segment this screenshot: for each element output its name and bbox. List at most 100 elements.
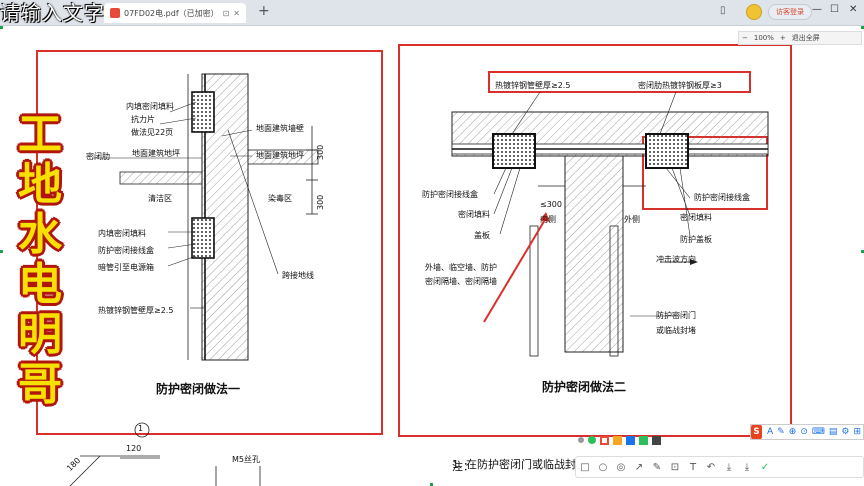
label-fill-left: 密闭填料 [458, 210, 490, 219]
overlay-input-text: 请输入文字 [0, 1, 105, 25]
annotation-toolbar: □ ○ ◎ ↗ ✎ ⊡ T ↶ ⤓ ⤓ ✓ [575, 456, 864, 478]
right-structure [451, 91, 769, 357]
close-button[interactable]: ✕ [849, 4, 858, 15]
label-box-right: 防护密闭接线盒 [694, 193, 750, 202]
exit-fullscreen-button[interactable]: 退出全屏 [791, 34, 820, 42]
label-pipe-thickness-right: 热镀锌钢管壁厚≥2.5 [495, 81, 571, 90]
label-anti-force: 抗力片 [131, 115, 155, 124]
save-icon[interactable]: ⤓ [726, 461, 732, 473]
caption-method-one: 防护密闭做法一 [156, 382, 241, 396]
label-seal-rib: 密闭肋 [86, 152, 110, 161]
label-clean-zone: 清洁区 [148, 194, 172, 203]
channel-banner: 工 地 水 电 明 哥 [8, 110, 72, 410]
dim-300-lower: 300 [316, 194, 325, 210]
ime-item-8[interactable]: ⊞ [853, 427, 861, 437]
zoom-out-button[interactable]: − [742, 34, 748, 42]
confirm-icon[interactable]: ✓ [760, 461, 770, 473]
tab-title: 07FD02电.pdf（已加密） [124, 8, 219, 18]
label-ground-wall: 地面建筑墙壁 [256, 124, 304, 133]
ime-item-7[interactable]: ⚙ [841, 427, 850, 437]
ime-item-1[interactable]: A [767, 427, 774, 437]
bottom-partial-drawing [69, 422, 261, 486]
text-tool-icon[interactable]: T [689, 461, 697, 473]
mosaic-tool-icon[interactable]: ◎ [616, 461, 626, 473]
color-swatch-red[interactable] [600, 435, 609, 445]
dim-120: 120 [126, 444, 142, 453]
ime-item-3[interactable]: ⊕ [788, 427, 797, 437]
selection-handle[interactable] [0, 250, 3, 253]
color-swatch-dark[interactable] [652, 435, 661, 445]
ime-item-6[interactable]: ▤ [828, 427, 838, 437]
label-floor-ground: 地面建筑地坪 [132, 149, 180, 158]
technical-drawing [69, 73, 769, 486]
ime-toolbar: S A ✎ ⊕ ⊙ ⌨ ▤ ⚙ ⊞ [750, 424, 864, 440]
label-outer-side: 外侧 [624, 215, 640, 224]
sidebar-toggle-icon[interactable]: ▯ [720, 5, 726, 16]
tab-pin-icon[interactable]: ⊡ [222, 8, 230, 18]
label-dirty-zone: 染毒区 [268, 194, 292, 203]
zoom-in-button[interactable]: + [779, 34, 786, 42]
tab-pdf-document[interactable]: 07FD02电.pdf（已加密） ⊡ ✕ [104, 3, 246, 23]
highlight-label-box [488, 71, 751, 93]
ellipse-tool-icon[interactable]: ○ [598, 461, 608, 473]
notes-line-1: 1. 在防护密闭门或临战封 [452, 458, 576, 471]
label-seal-box: 防护密闭接线盒 [98, 246, 154, 255]
banner-char-5: 明 [18, 309, 62, 360]
label-conduit-to-box: 暗管引至电源箱 [98, 263, 154, 272]
pen-size-large[interactable] [588, 436, 596, 444]
ime-item-2[interactable]: ✎ [777, 427, 785, 437]
zoom-value: 100% [753, 34, 774, 42]
label-temp-wall: 或临战封堵 [656, 326, 696, 335]
label-see-22: 做法见22页 [131, 128, 174, 137]
label-walls-2: 密闭隔墙、密闭隔墙 [425, 277, 497, 286]
frame-method-two [398, 44, 792, 437]
selection-handle[interactable] [861, 26, 864, 29]
selection-handle[interactable] [861, 250, 864, 253]
label-fill-top: 内填密闭填料 [126, 102, 174, 111]
color-swatch-blue[interactable] [626, 435, 635, 445]
color-swatch-orange[interactable] [613, 435, 622, 445]
label-cover-left: 盖板 [474, 231, 490, 240]
maximize-button[interactable]: ☐ [830, 4, 839, 15]
label-fill-right: 密闭填料 [680, 213, 712, 222]
label-pipe-thickness: 热镀锌钢管壁厚≥2.5 [98, 306, 174, 315]
ime-item-5[interactable]: ⌨ [811, 427, 825, 437]
notes-title: 注： [452, 460, 474, 473]
ime-logo-icon[interactable]: S [751, 425, 763, 439]
rect-tool-icon[interactable]: □ [580, 461, 590, 473]
selection-handle[interactable] [430, 483, 433, 486]
dim-300-right: ≤300 [540, 200, 562, 209]
label-walls: 外墙、临空墙、防护 [425, 263, 497, 272]
tab-close-icon[interactable]: ✕ [233, 8, 240, 18]
selection-handle[interactable] [0, 26, 3, 29]
label-ground-floor: 地面建筑地坪 [256, 151, 304, 160]
banner-char-3: 水 [18, 209, 62, 260]
color-swatch-green[interactable] [639, 435, 648, 445]
download-icon[interactable]: ⤓ [744, 461, 750, 473]
banner-char-6: 哥 [18, 359, 62, 410]
arrow-tool-icon[interactable]: ↗ [634, 461, 644, 473]
highlight-tool-icon[interactable]: ⊡ [670, 461, 680, 473]
pdf-file-icon [110, 8, 120, 18]
left-wall [92, 73, 319, 361]
label-cover-right: 防护盖板 [680, 235, 712, 244]
dim-300-upper: 300 [316, 144, 325, 160]
browser-titlebar: 07FD02电.pdf（已加密） ⊡ ✕ + ▯ 访客登录 — ☐ ✕ [0, 0, 864, 26]
avatar[interactable] [746, 4, 762, 20]
login-button[interactable]: 访客登录 [768, 4, 812, 20]
pen-tool-icon[interactable]: ✎ [652, 461, 662, 473]
undo-icon[interactable]: ↶ [706, 461, 716, 473]
pen-size-small[interactable] [578, 437, 584, 443]
frame-method-one [36, 50, 383, 435]
new-tab-button[interactable]: + [258, 3, 270, 19]
label-jumper: 跨接地线 [282, 271, 314, 280]
circle-number: 1 [138, 424, 144, 433]
pdf-page: 内填密闭填料 抗力片 做法见22页 密闭肋 地面建筑地坪 地面建筑墙壁 地面建筑… [0, 26, 864, 486]
ime-item-4[interactable]: ⊙ [800, 427, 808, 437]
label-blast-direction: 冲击波方向 [656, 255, 696, 264]
minimize-button[interactable]: — [812, 4, 822, 15]
color-palette [578, 434, 661, 446]
label-box-left: 防护密闭接线盒 [422, 190, 478, 199]
label-m5-hole: M5丝孔 [232, 455, 260, 464]
